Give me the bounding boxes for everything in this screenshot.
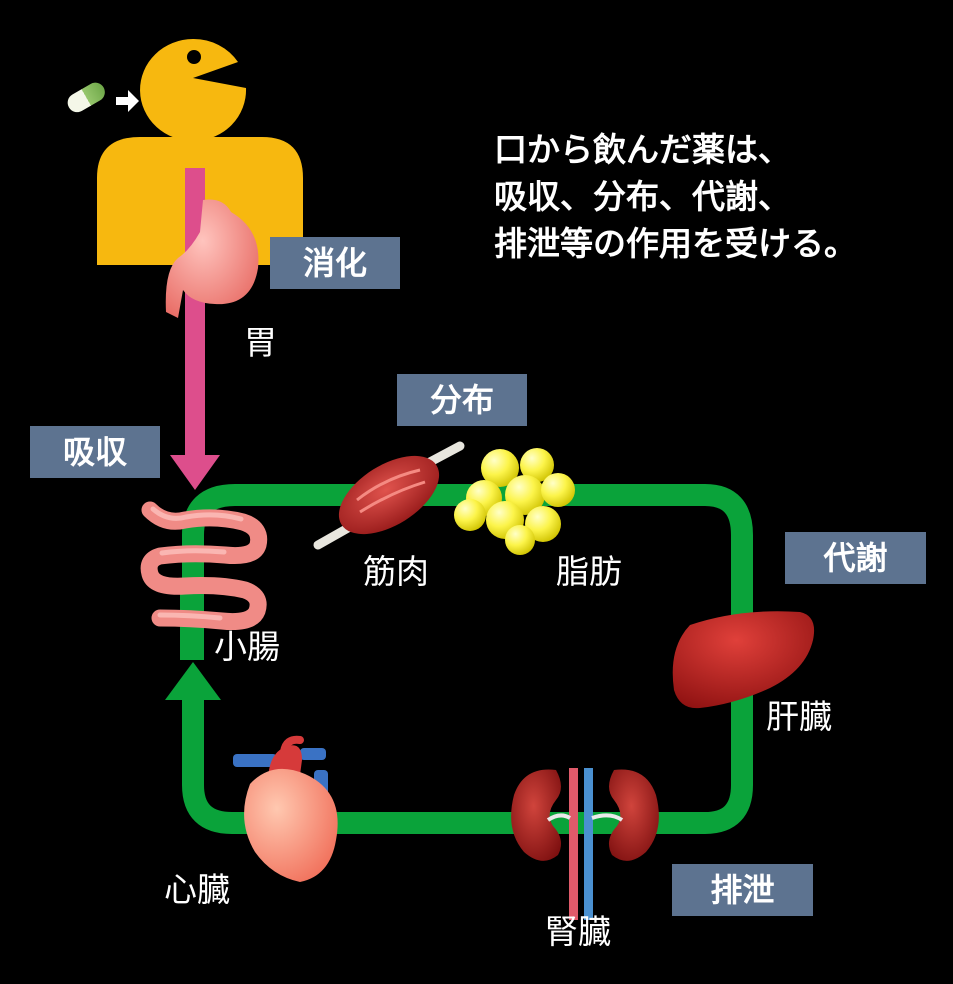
capsule-icon [67,82,105,113]
organ-label-muscle: 筋肉 [363,552,429,591]
organ-label-liver: 肝臓 [766,697,832,736]
kidney-icon [511,768,659,920]
organ-label-stomach: 胃 [244,323,277,362]
stomach-icon [165,199,259,318]
stage-label-digestion: 消化 [270,237,400,289]
muscle-icon [313,441,465,550]
fat-icon [454,448,575,555]
stage-label-absorption: 吸収 [30,426,160,478]
organ-label-small-intestine: 小腸 [214,627,280,666]
arrow-right-icon [116,90,139,112]
organ-label-heart: 心臓 [164,870,230,909]
intestine-highlight [150,506,244,621]
organ-label-fat: 脂肪 [556,552,622,591]
heart-icon [233,735,338,882]
caption-line-1: 口から飲んだ薬は、 [494,130,791,169]
intestine-icon [140,501,268,630]
organ-label-kidney: 腎臓 [545,912,611,951]
stage-label-metabolism: 代謝 [785,532,926,584]
circulation-arrowhead [165,662,221,700]
stage-label-excretion: 排泄 [672,864,813,916]
caption-line-2: 吸収、分布、代謝、 [494,177,791,216]
caption-line-3: 排泄等の作用を受ける。 [494,224,857,263]
liver-icon [672,611,815,709]
caption: 口から飲んだ薬は、 吸収、分布、代謝、 排泄等の作用を受ける。 [494,126,857,267]
stage-label-distribution: 分布 [397,374,527,426]
